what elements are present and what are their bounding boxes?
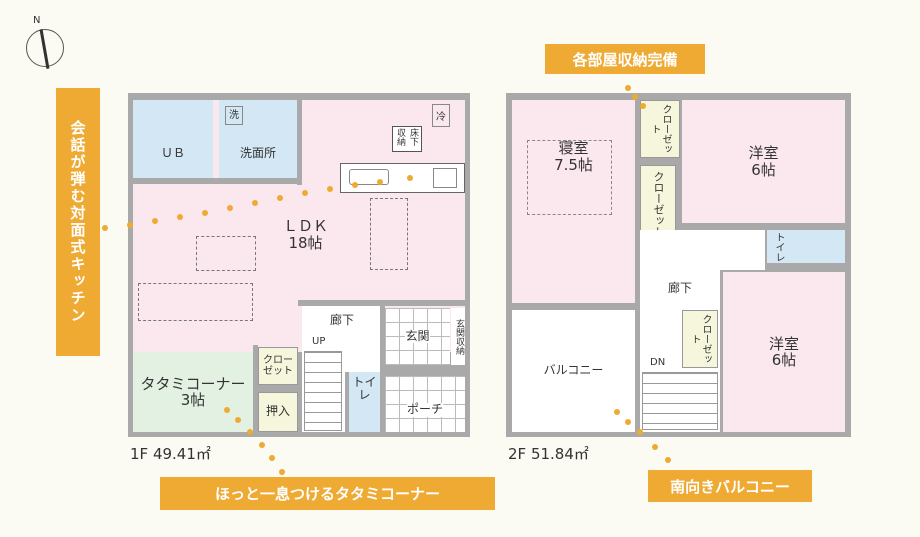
kitchen-counter bbox=[340, 163, 465, 193]
toilet-2f: トイレ bbox=[767, 230, 845, 263]
callout-balcony: 南向きバルコニー bbox=[648, 470, 812, 502]
entrance: 玄関 bbox=[385, 308, 450, 365]
floor1-area: 1F 49.41㎡ bbox=[130, 445, 211, 463]
sofa bbox=[138, 283, 253, 321]
underfloor-storage: 床下収納 bbox=[392, 126, 422, 152]
compass-icon bbox=[26, 29, 64, 67]
fridge-label: 冷 bbox=[432, 104, 450, 127]
callout-tatami: ほっと一息つけるタタミコーナー bbox=[160, 477, 495, 510]
entrance-storage: 玄関収納 bbox=[451, 308, 465, 365]
stairs-1f bbox=[304, 351, 342, 431]
dining-table bbox=[370, 198, 408, 270]
closet-1f: クローゼット bbox=[258, 347, 298, 385]
compass: N bbox=[20, 15, 64, 73]
ub-room: ＵＢ bbox=[133, 100, 213, 178]
callout-storage: 各部屋収納完備 bbox=[545, 44, 705, 74]
closet-a: クローゼット bbox=[640, 100, 680, 158]
oshiire: 押入 bbox=[258, 392, 298, 432]
closet-c: クローゼット bbox=[682, 310, 718, 368]
toilet-1f: トイレ bbox=[345, 372, 380, 432]
living-table bbox=[196, 236, 256, 271]
washroom: 洗面所 洗 bbox=[219, 100, 297, 178]
hallway-2f: 廊下 DN bbox=[640, 262, 720, 432]
compass-label: N bbox=[33, 15, 41, 26]
stove-icon bbox=[433, 168, 457, 188]
stairs-2f bbox=[642, 372, 718, 430]
callout-kitchen: 会話が弾む対面式キッチン bbox=[56, 88, 100, 356]
porch: ポーチ bbox=[385, 372, 465, 432]
floor2-area: 2F 51.84㎡ bbox=[508, 445, 589, 463]
